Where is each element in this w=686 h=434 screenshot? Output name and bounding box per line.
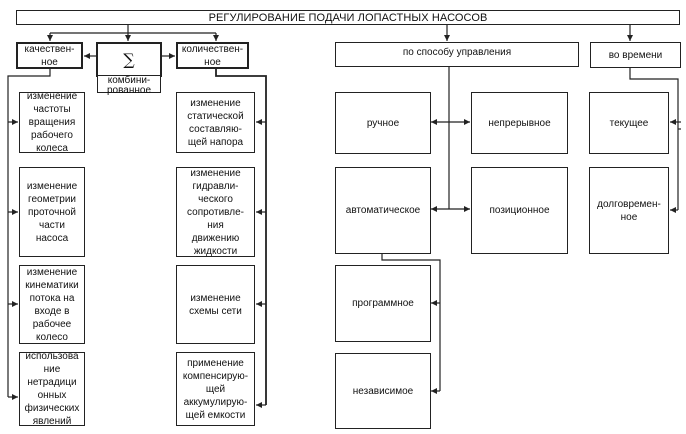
connector-title-left [50, 24, 216, 34]
category-by-control: по способу управления [335, 42, 579, 67]
qualitative-item: изменение кинематики потока на входе в р… [19, 265, 85, 344]
quantitative-item: изменение гидравли- ческого сопротивле- … [176, 167, 255, 257]
category-quantitative: количествен- ное [176, 42, 249, 69]
connector-qualitative-bus [7, 68, 51, 397]
control-positional: позиционное [471, 167, 568, 254]
quantitative-item: применение компенсирую- щей аккумулирую-… [176, 352, 255, 426]
connector-time-bus [629, 67, 679, 210]
quantitative-item: изменение статической составляю- щей нап… [176, 92, 255, 153]
quantitative-item: изменение схемы сети [176, 265, 255, 344]
category-by-time: во времени [590, 42, 681, 68]
category-qualitative: качествен- ное [16, 42, 83, 69]
qualitative-item: использова ние нетрадици онных физически… [19, 351, 85, 427]
control-automatic: автоматическое [335, 167, 431, 254]
control-continuous: непрерывное [471, 92, 568, 154]
time-long-term: долговремен- ное [589, 167, 669, 254]
control-programmed: программное [335, 265, 431, 342]
qualitative-item: изменение частоты вращения рабочего коле… [19, 91, 85, 154]
connector-automatic-bus [381, 253, 441, 391]
sigma-icon: ∑ [96, 42, 162, 77]
diagram-title: РЕГУЛИРОВАНИЕ ПОДАЧИ ЛОПАСТНЫХ НАСОСОВ [16, 10, 680, 25]
qualitative-item: изменение геометрии проточной части насо… [19, 167, 85, 257]
category-combined-label: комбини- рованное [97, 76, 161, 96]
control-independent: независимое [335, 353, 431, 429]
control-manual: ручное [335, 92, 431, 154]
connector-quantitative-bus [215, 68, 267, 405]
time-current: текущее [589, 92, 669, 154]
